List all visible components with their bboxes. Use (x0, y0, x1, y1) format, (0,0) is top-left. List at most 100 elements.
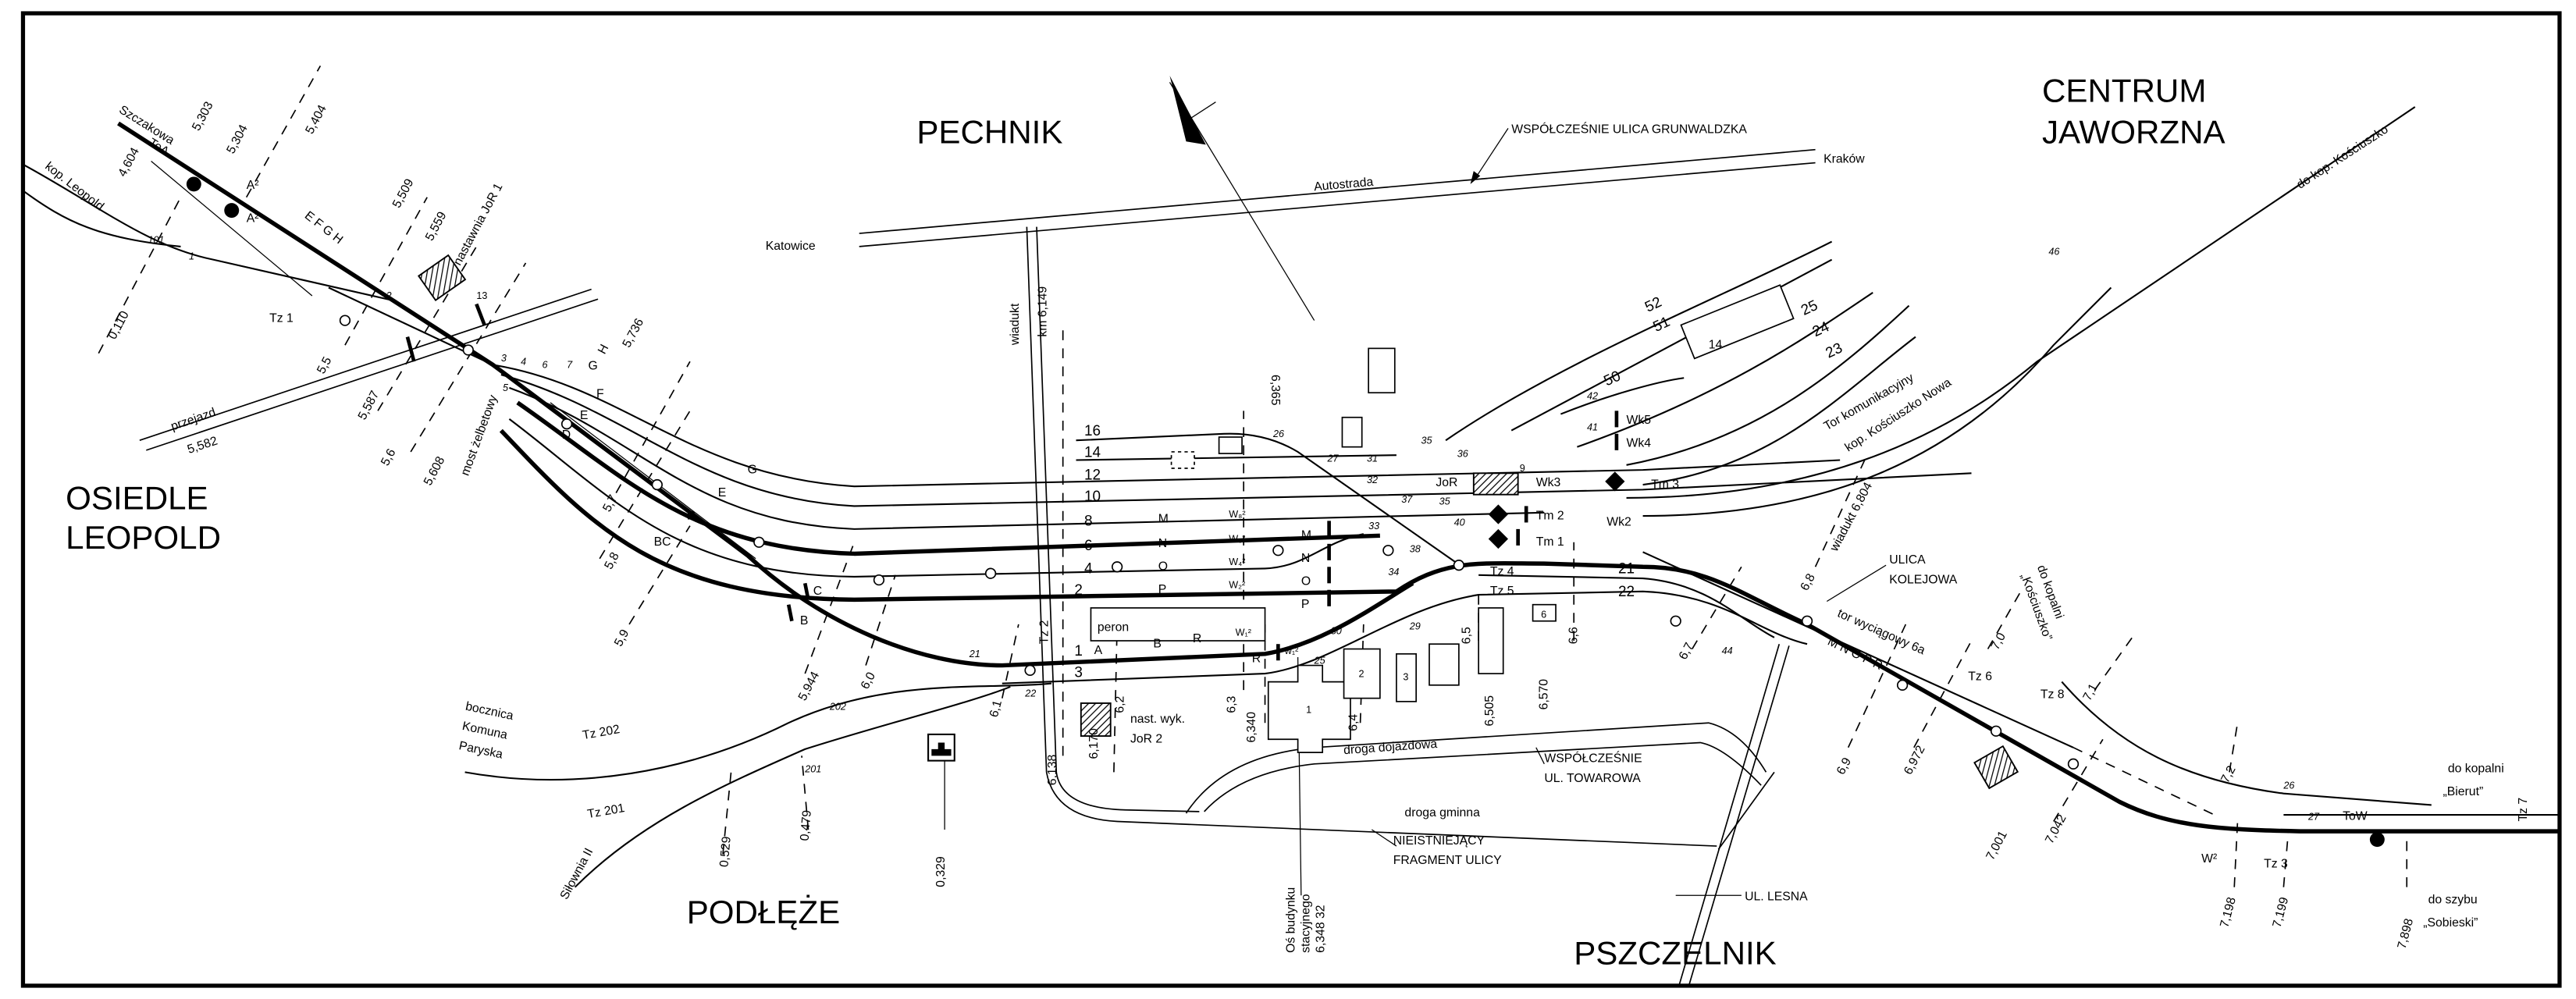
km-label: 6,972 (1902, 744, 1928, 777)
street-label: droga gminna (1404, 806, 1480, 819)
signal-label: R (1193, 632, 1201, 645)
signal-label: Wk5 (1627, 414, 1652, 427)
street-label: FRAGMENT ULICY (1393, 854, 1502, 867)
signal-label: Tz 3 (2264, 857, 2288, 870)
signal-label: F (596, 388, 604, 401)
track-label: 23 (1823, 340, 1845, 362)
street-label: WSPÓŁCZEŚNIE ULICA GRUNWALDZKA (1511, 122, 1747, 137)
km-label: 5,6 (379, 446, 398, 468)
switch-label: 22 (1024, 688, 1036, 699)
switch-label: 7 (567, 360, 573, 371)
km-label: 6,505 (1483, 695, 1496, 727)
switch-label: 27 (2307, 811, 2320, 822)
km-label: 7,0 (1989, 631, 2008, 652)
signal-label: O (1301, 574, 1311, 588)
signal-label: Tz 1 (269, 312, 294, 325)
switch-label: 202 (829, 701, 846, 712)
km-label: 5,5 (315, 354, 334, 376)
track-label: 6 (1084, 538, 1093, 554)
track-label: 10 (1084, 489, 1101, 505)
track-label: 12 (1084, 468, 1101, 484)
region-leopold: LEOPOLD (66, 519, 221, 556)
track-label: 4 (1084, 561, 1093, 578)
signal-box-jor1 (417, 254, 467, 301)
street-label: Kraków (1823, 153, 1865, 166)
km-label: 6,365 (1268, 375, 1282, 406)
buildings (417, 254, 2019, 790)
street-label: wiadukt (1009, 303, 1022, 346)
switch-label: 40 (1454, 517, 1465, 528)
signal-label: W₈² (1229, 509, 1245, 520)
street-label: WSPÓŁCZEŚNIE (1544, 751, 1642, 766)
building-label: 14 (1709, 338, 1723, 351)
signal-label: R (1252, 652, 1261, 665)
region-osiedle: OSIEDLE (66, 480, 208, 517)
signal-label: W₁² (1236, 627, 1251, 638)
track-label: 21 (1618, 561, 1635, 578)
street-label: UL. TOWAROWA (1544, 772, 1641, 785)
signal-label: Wk2 (1606, 516, 1631, 529)
km-label: 5,303 (190, 99, 216, 133)
signal-label: Tz 4 (1490, 565, 1514, 578)
km-label: wiadukt 6,804 (1827, 480, 1875, 554)
line-label: do szybu (2428, 894, 2478, 907)
signal-label: P (1158, 583, 1167, 596)
km-label: 7,898 (2396, 917, 2417, 951)
km-labels: 5,303 5,304 5,404 4,604 0,110 5,509 5,55… (106, 99, 2416, 950)
switch-label: 6 (543, 360, 549, 371)
building-label: 13 (476, 290, 487, 301)
km-label: 5,509 (390, 176, 417, 210)
signal-label: M (1158, 512, 1169, 525)
km-label: 5,559 (423, 209, 450, 243)
switch-label: 44 (1722, 645, 1733, 656)
signal-label: A² (247, 179, 259, 192)
km-label: 6,340 (1245, 712, 1258, 743)
signal-label: C (813, 585, 822, 598)
km-label: 5,736 (621, 316, 647, 350)
track-label: 3 (1074, 664, 1083, 681)
signal-label: Tz 7 (2517, 798, 2530, 822)
km-label: 5,608 (422, 454, 448, 488)
switch-label: 26 (2282, 780, 2295, 791)
signal-label: Tm 3 (1651, 478, 1679, 491)
km-label: 5,304 (224, 123, 251, 156)
region-centrum: CENTRUM (2042, 73, 2206, 109)
km-label: 6,1 (987, 699, 1005, 719)
line-label: do kopalni (2448, 762, 2504, 775)
km-label: 6,9 (1834, 755, 1854, 777)
street-label: most żelbetowy (459, 393, 500, 478)
switch-label: 4 (521, 356, 526, 367)
signal-box-right (1973, 745, 2019, 790)
signal-box-jor (1472, 472, 1519, 496)
street-label: Autostrada (1314, 176, 1375, 194)
signal-label: Tz 201 (586, 802, 625, 821)
region-labels: PECHNIK CENTRUM JAWORZNA OSIEDLE LEOPOLD… (66, 73, 2225, 972)
signal-markers (186, 176, 2385, 848)
km-label: 5,8 (602, 550, 621, 572)
switch-label: 201 (804, 763, 821, 774)
street-label: droga dojazdowa (1343, 738, 1438, 757)
signal-label: M (1301, 529, 1311, 542)
km-label: 6,4 (1347, 714, 1360, 731)
km-label: 6,7 (1677, 641, 1696, 662)
switch-label: 42 (1587, 391, 1598, 402)
km-label: 6,138 (1046, 755, 1059, 786)
km-label: 0,110 (106, 309, 132, 342)
street-label: KOLEJOWA (1889, 573, 1958, 586)
region-jaworzna: JAWORZNA (2042, 113, 2226, 150)
km-label: 6,170 (1087, 728, 1101, 759)
signal-label: BC (654, 535, 671, 549)
track-label: 1 (1074, 643, 1083, 659)
km-label: 5,7 (600, 492, 620, 514)
building-label: 2 (1358, 668, 1364, 679)
line-label: Tor komunikacyjny (1822, 371, 1916, 433)
km-label: km 6,149 (1037, 286, 1050, 337)
signal-tow-icon (2369, 832, 2385, 848)
km-label: 0,529 (717, 836, 733, 868)
main-line-szczakowa (117, 121, 1414, 668)
line-label: E F G H (302, 209, 345, 247)
building-label: 1 (1306, 705, 1311, 716)
km-label: 4,604 (116, 145, 142, 179)
switch-label: 37 (1401, 494, 1413, 505)
km-label: 5,582 (186, 435, 219, 457)
